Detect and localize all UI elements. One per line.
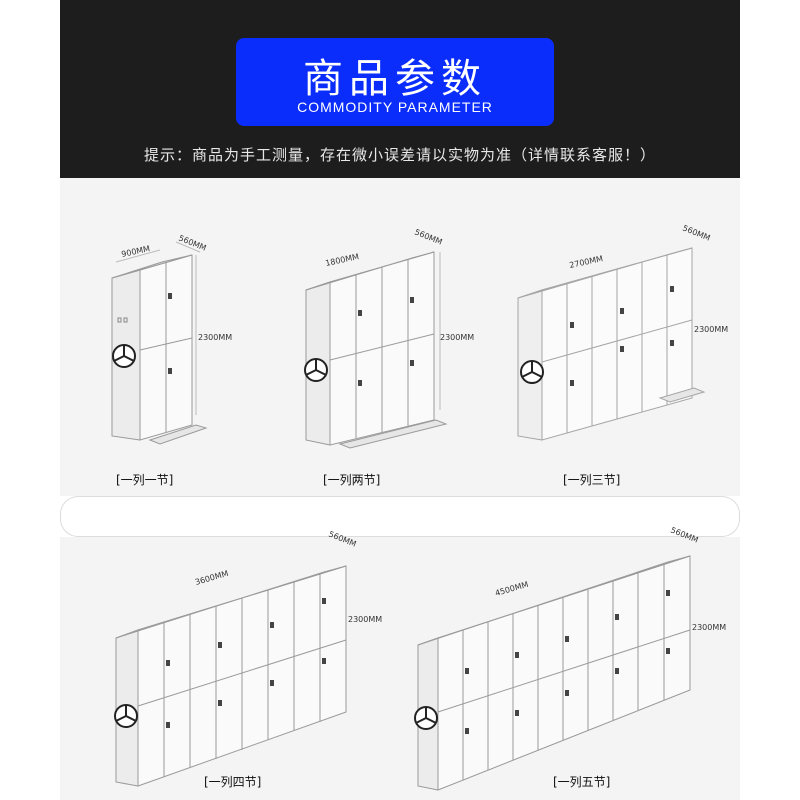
cabinet-4-depth-label: 560MM — [327, 530, 357, 549]
cabinet-4-height-label: 2300MM — [348, 615, 382, 624]
measurement-notice: 提示：商品为手工测量，存在微小误差请以实物为准（详情联系客服！） — [143, 146, 656, 164]
cabinet-3-depth-label: 560MM — [681, 224, 711, 243]
cabinet-2-section — [304, 251, 448, 449]
cabinet-2-height-label: 2300MM — [440, 333, 474, 342]
cabinet-3-caption: [一列三节] — [563, 473, 620, 487]
cabinet-5-depth-label: 560MM — [669, 526, 699, 545]
cabinet-1-caption: [一列一节] — [116, 473, 173, 487]
cabinet-5-height-label: 2300MM — [692, 623, 726, 632]
cabinet-4-section — [114, 565, 347, 787]
cabinet-4-width-label: 3600MM — [194, 569, 229, 587]
cabinet-4-caption: [一列四节] — [204, 775, 261, 789]
cabinet-1-height-label: 2300MM — [198, 333, 232, 342]
cabinet-2-width-label: 1800MM — [325, 252, 360, 268]
title-chinese: 商品参数 — [303, 56, 487, 102]
cabinet-5-section — [414, 555, 691, 791]
cabinet-3-width-label: 2700MM — [569, 254, 604, 270]
title-badge: 商品参数 COMMODITY PARAMETER — [236, 38, 554, 126]
cabinet-5-caption: [一列五节] — [553, 775, 610, 789]
title-english: COMMODITY PARAMETER — [297, 99, 493, 115]
cabinet-2-depth-label: 560MM — [413, 228, 443, 247]
cabinet-3-section — [517, 247, 706, 441]
divider-band — [60, 496, 740, 537]
cabinet-2-caption: [一列两节] — [323, 473, 380, 487]
cabinet-5-width-label: 4500MM — [494, 580, 529, 598]
cabinet-1-depth-label: 560MM — [177, 234, 207, 253]
cabinet-3-height-label: 2300MM — [694, 325, 728, 334]
cabinet-1-section — [111, 241, 208, 445]
